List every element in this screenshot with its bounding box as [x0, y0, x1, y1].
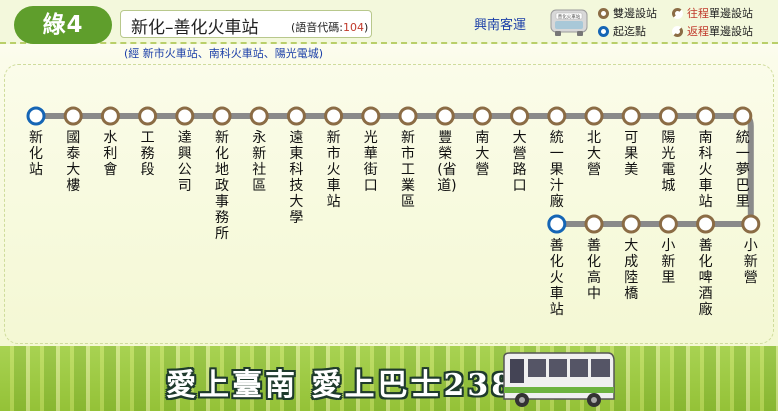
stop-marker[interactable] [175, 106, 195, 126]
stop-label[interactable]: 南大營 [475, 130, 490, 178]
stop-label[interactable]: 永新社區 [252, 130, 267, 194]
stop-marker[interactable] [249, 106, 269, 126]
stop-marker[interactable] [741, 214, 761, 234]
city-bus-icon [503, 352, 615, 407]
stop-label[interactable]: 統一夢巴里 [735, 130, 750, 210]
stop-label[interactable]: 工務段 [140, 130, 155, 178]
stop-label[interactable]: 大營路口 [512, 130, 527, 194]
terminal-stop-marker[interactable] [547, 214, 567, 234]
stop-marker[interactable] [696, 106, 716, 126]
stop-marker[interactable] [286, 106, 306, 126]
stop-marker[interactable] [621, 214, 641, 234]
stop-label[interactable]: 水利會 [103, 130, 118, 178]
stop-label[interactable]: 善化啤酒廠 [698, 238, 713, 318]
stop-marker[interactable] [696, 214, 716, 234]
legend-start-end: 起迄點 [598, 23, 646, 39]
stop-marker[interactable] [510, 106, 530, 126]
route-line-svg [26, 106, 761, 234]
stop-label[interactable]: 可果美 [624, 130, 639, 178]
map-frame [4, 64, 774, 344]
legend: 雙邊設站 起迄點 往程單邊設站 返程單邊設站 [598, 5, 774, 39]
voice-code-value: 104 [343, 21, 364, 34]
stop-marker[interactable] [621, 106, 641, 126]
stop-label[interactable]: 國泰大樓 [66, 130, 81, 194]
stop-marker[interactable] [435, 106, 455, 126]
stop-marker[interactable] [100, 106, 120, 126]
stop-label[interactable]: 北大營 [587, 130, 601, 178]
stop-label[interactable]: 統一果汁廠 [549, 130, 564, 210]
stop-marker[interactable] [472, 106, 492, 126]
stop-marker[interactable] [361, 106, 381, 126]
terminal-marker-icon [598, 26, 609, 37]
stop-marker[interactable] [398, 106, 418, 126]
stop-marker[interactable] [584, 214, 604, 234]
stop-label[interactable]: 遠東科技大學 [289, 130, 304, 226]
voice-code-text: (語音代碼:104) [291, 19, 368, 35]
stop-marker[interactable] [584, 106, 604, 126]
bus-sign-text: 善化火車站 [558, 13, 581, 20]
operator-name: 興南客運 [474, 18, 527, 33]
stop-label[interactable]: 大成陸橋 [624, 238, 639, 302]
stop-marker[interactable] [324, 106, 344, 126]
header-bar: 綠4 新化–善化火車站 (語音代碼:104) 興南客運 善化火車站 雙邊設站 起… [0, 0, 778, 44]
route-title: 新化–善化火車站 [131, 18, 259, 38]
stop-label[interactable]: 陽光電城 [661, 130, 676, 194]
stop-marker[interactable] [733, 106, 753, 126]
stop-label[interactable]: 善化火車站 [549, 238, 564, 318]
legend-both-ways: 雙邊設站 [598, 5, 657, 21]
half-marker-icon [672, 26, 683, 37]
stop-label[interactable]: 豐榮(省道) [437, 130, 457, 194]
voice-code-label: (語音代碼: [291, 21, 343, 34]
stop-label[interactable]: 達興公司 [177, 130, 192, 194]
stop-marker-icon [598, 8, 609, 19]
title-box: 新化–善化火車站 (語音代碼:104) [120, 10, 372, 38]
via-stations-note: (經 新市火車站、南科火車站、陽光電城) [124, 47, 324, 60]
stop-marker[interactable] [63, 106, 83, 126]
half-marker-icon [672, 8, 683, 19]
stop-label[interactable]: 光華街口 [363, 130, 378, 194]
route-diagram: 新化站 國泰大樓 水利會 工務段 達興公司 新化地政事務所 永新社區 遠東科技大學 新市火車站 光… [0, 60, 778, 345]
stop-marker[interactable] [138, 106, 158, 126]
bus-icon: 善化火車站 [550, 9, 588, 36]
stop-marker[interactable] [658, 214, 678, 234]
stop-marker[interactable] [212, 106, 232, 126]
stop-label[interactable]: 小新里 [661, 238, 676, 286]
stop-label[interactable]: 小新營 [743, 238, 758, 286]
stop-label[interactable]: 新市火車站 [326, 130, 341, 210]
legend-outbound: 往程單邊設站 [672, 5, 753, 21]
stop-marker[interactable] [547, 106, 567, 126]
footer-slogan: 愛上臺南 愛上巴士2384 [166, 368, 539, 403]
stop-label[interactable]: 新市工業區 [401, 130, 415, 210]
terminal-stop-marker[interactable] [26, 106, 46, 126]
stop-marker[interactable] [658, 106, 678, 126]
route-badge: 綠4 [14, 6, 112, 44]
voice-code-close: ) [364, 21, 369, 34]
stop-label[interactable]: 南科火車站 [698, 130, 713, 210]
footer-banner: 愛上臺南 愛上巴士2384 [0, 346, 778, 411]
stop-label[interactable]: 新化地政事務所 [215, 130, 229, 242]
legend-return: 返程單邊設站 [672, 23, 753, 39]
stop-label[interactable]: 新化站 [29, 130, 43, 178]
stop-label[interactable]: 善化高中 [587, 238, 601, 302]
